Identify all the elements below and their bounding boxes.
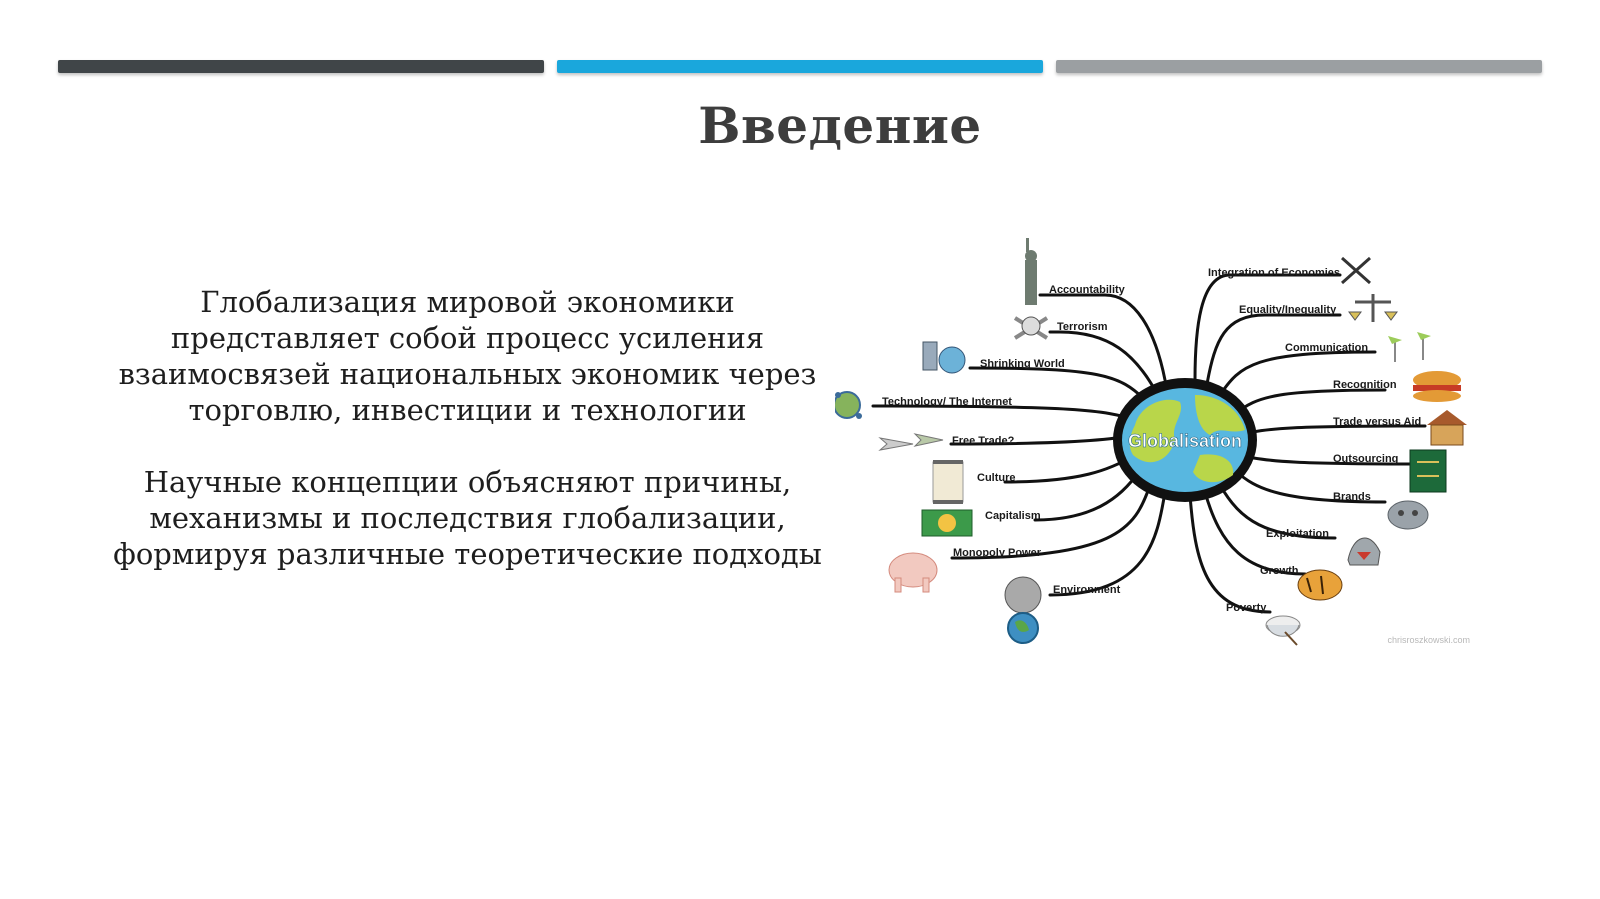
crossed-tools-icon xyxy=(1341,256,1371,285)
branch-shrinking-world: Shrinking World xyxy=(980,358,1065,370)
branch-equality: Equality/Inequality xyxy=(1239,304,1337,316)
branch-accountability: Accountability xyxy=(1049,284,1126,296)
branch-capitalism: Capitalism xyxy=(985,510,1041,522)
skull-crossbones-icon xyxy=(1013,316,1049,340)
image-credit: chrisroszkowski.com xyxy=(1387,635,1470,645)
branch-outsourcing: Outsourcing xyxy=(1333,453,1398,465)
branch-growth: Growth xyxy=(1260,565,1299,577)
center-label: Globalisation xyxy=(1128,431,1242,451)
body-paragraph-1: Глобализация мировой экономики представл… xyxy=(118,285,817,427)
branch-terrorism: Terrorism xyxy=(1057,321,1108,333)
scroll-icon xyxy=(932,460,964,504)
game-controller-icon xyxy=(1387,500,1429,530)
body-paragraph-2: Научные концепции объясняют причины, мех… xyxy=(113,465,822,571)
branch-exploitation: Exploitation xyxy=(1266,528,1329,540)
mindmap-svg: Globalisation Accountability Terrorism S… xyxy=(835,238,1470,646)
dollar-bill-icon xyxy=(921,509,973,537)
branch-recognition: Recognition xyxy=(1333,379,1397,391)
burger-icon xyxy=(1413,371,1461,402)
accent-bar-dark xyxy=(58,60,544,73)
elephant-icon xyxy=(888,552,938,593)
wind-turbines-icon xyxy=(1388,332,1431,362)
house-icon xyxy=(1427,410,1467,446)
branch-poverty: Poverty xyxy=(1226,602,1267,614)
accent-bar-blue xyxy=(557,60,1043,73)
network-globe-icon xyxy=(835,391,862,419)
shark-icon xyxy=(1347,537,1381,566)
circuit-board-icon xyxy=(1409,449,1447,493)
branch-technology: Technology/ The Internet xyxy=(882,396,1012,408)
computer-globe-icon xyxy=(922,341,966,374)
airplanes-icon xyxy=(878,433,944,451)
branch-brands: Brands xyxy=(1333,491,1371,503)
statue-of-liberty-icon xyxy=(1025,238,1037,305)
branch-environment: Environment xyxy=(1053,584,1121,596)
branch-communication: Communication xyxy=(1285,342,1368,354)
rice-bowl-icon xyxy=(1265,615,1301,646)
branch-monopoly-power: Monopoly Power xyxy=(953,547,1042,559)
accent-bar-gray xyxy=(1056,60,1542,73)
slide-body: Глобализация мировой экономики представл… xyxy=(100,284,835,608)
slide-title: Введение xyxy=(698,96,982,155)
scales-icon xyxy=(1348,294,1398,322)
globalisation-mindmap: Globalisation Accountability Terrorism S… xyxy=(835,230,1535,670)
tiger-icon xyxy=(1297,569,1343,601)
branch-integration: Integration of Economies xyxy=(1208,267,1340,279)
tree-earth-icon xyxy=(1004,576,1042,644)
branch-trade-vs-aid: Trade versus Aid xyxy=(1333,416,1421,428)
branch-culture: Culture xyxy=(977,472,1016,484)
branch-free-trade: Free Trade? xyxy=(952,435,1015,447)
